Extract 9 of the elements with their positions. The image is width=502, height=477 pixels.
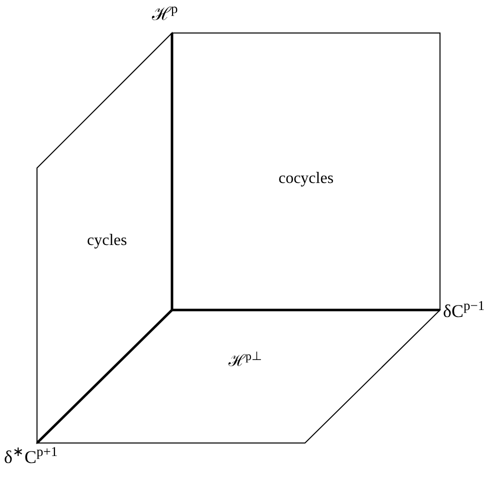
corner-label: ℋ$^{p}$ bbox=[152, 3, 178, 26]
face-label: ℋ$^{p⊥}$ bbox=[228, 354, 262, 370]
corner-label: δ$^{∗}$C$^{p+1}$ bbox=[4, 446, 58, 468]
face-label: cycles bbox=[87, 233, 127, 249]
side-face bbox=[36, 32, 172, 444]
face-label: cocycles bbox=[278, 171, 334, 187]
floor-face bbox=[36, 310, 442, 444]
back-face bbox=[172, 32, 440, 310]
corner-label: δC$^{p−1}$ bbox=[443, 300, 485, 322]
